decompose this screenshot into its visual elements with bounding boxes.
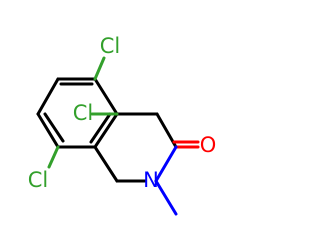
bond-to-cl-top <box>93 56 106 81</box>
atom-label-group: Cl Cl Cl O N <box>28 34 217 192</box>
atom-cl-mid: Cl <box>73 101 94 125</box>
bond-carbonyl-n <box>154 145 178 183</box>
bond-ring-upper-right <box>93 77 119 116</box>
atom-nitrogen: N <box>143 168 159 192</box>
bond-ring-upper-left <box>36 77 60 116</box>
atom-cl-bottom: Cl <box>28 168 49 192</box>
bond-n-methyl <box>154 179 178 216</box>
molecule-diagram: Cl Cl Cl O N <box>28 34 217 216</box>
bond-to-cl-bottom <box>47 145 60 169</box>
bond-ring-lower-left-inner <box>43 112 65 143</box>
atom-cl-top: Cl <box>100 34 121 58</box>
bond-ring-lower-right <box>93 112 119 149</box>
bond-ring-ch2 <box>93 145 119 183</box>
bond-ring-lower-left <box>36 112 60 149</box>
bond-group <box>36 56 200 216</box>
bond-ring-lower-right-inner <box>89 112 112 144</box>
atom-oxygen: O <box>200 133 217 157</box>
